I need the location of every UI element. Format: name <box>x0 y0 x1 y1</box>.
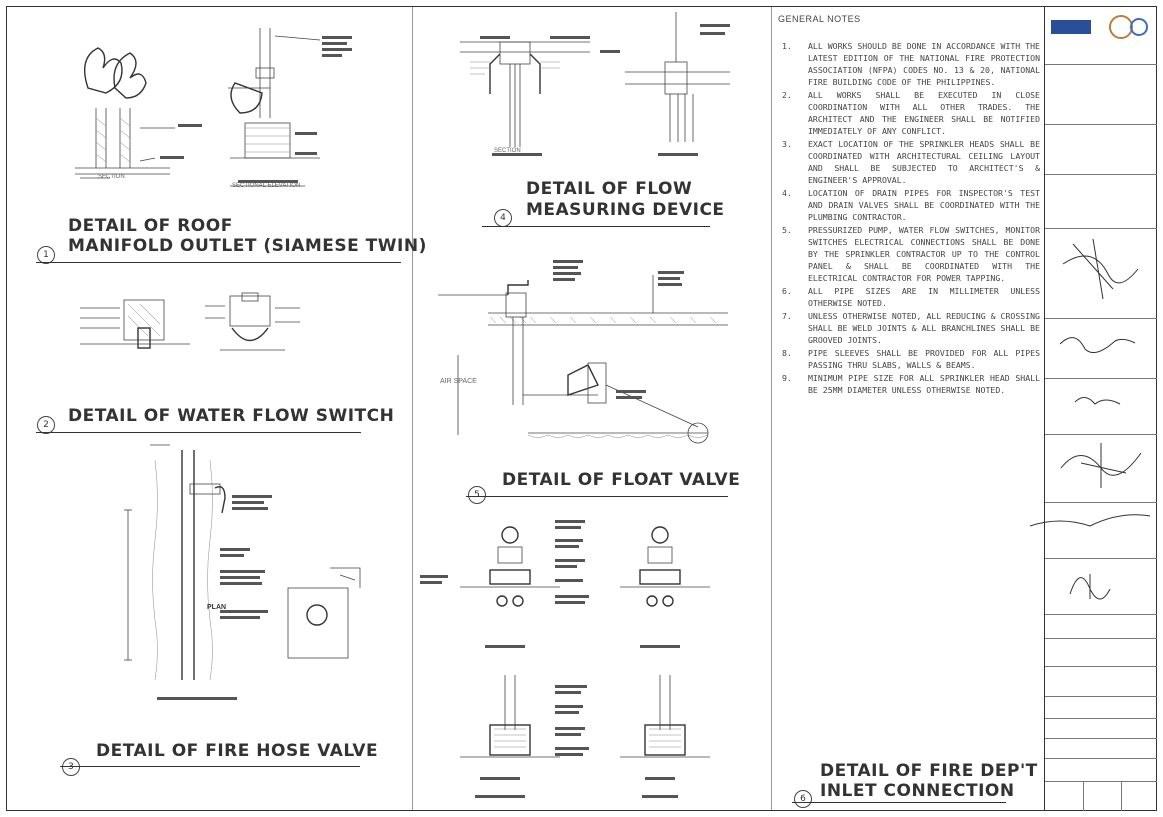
note-text: ALL PIPE SIZES ARE IN MILLIMETER UNLESS … <box>808 286 1040 308</box>
detail-title-flow-measuring-line2: MEASURING DEVICE <box>526 200 725 220</box>
title-underline <box>482 226 710 227</box>
note-text: MINIMUM PIPE SIZE FOR ALL SPRINKLER HEAD… <box>808 373 1040 395</box>
title-underline <box>466 496 728 497</box>
general-notes-title: GENERAL NOTES <box>778 14 861 24</box>
column-divider <box>771 7 772 810</box>
note-number: 4. <box>782 188 792 198</box>
title-underline <box>36 262 401 263</box>
water-flow-switch-drawing <box>80 292 300 351</box>
note-number: 8. <box>782 348 792 358</box>
note-number: 1. <box>782 41 792 51</box>
note-item: 8. PIPE SLEEVES SHALL BE PROVIDED FOR ALL… <box>778 347 1040 371</box>
general-notes-list: 1. ALL WORKS SHOULD BE DONE IN ACCORDANCE… <box>778 40 1040 397</box>
signature-mark <box>1074 397 1121 405</box>
note-number: 7. <box>782 311 792 321</box>
fire-dept-inlet-drawing <box>420 520 710 798</box>
note-number: 2. <box>782 90 792 100</box>
detail-title-float-valve: DETAIL OF FLOAT VALVE <box>502 470 741 490</box>
note-text: PIPE SLEEVES SHALL BE PROVIDED FOR ALL P… <box>808 348 1040 370</box>
detail-title-water-flow-switch: DETAIL OF WATER FLOW SWITCH <box>68 406 395 426</box>
column-divider <box>412 7 413 810</box>
note-number: 3. <box>782 139 792 149</box>
roof-manifold-drawing <box>75 28 352 187</box>
note-number: 9. <box>782 373 792 383</box>
detail-title-fire-dept-inlet-line1: DETAIL OF FIRE DEP'T <box>820 761 1038 781</box>
note-text: UNLESS OTHERWISE NOTED, ALL REDUCING & C… <box>808 311 1040 345</box>
note-text: LOCATION OF DRAIN PIPES FOR INSPECTOR'S … <box>808 188 1040 222</box>
title-underline <box>36 432 361 433</box>
note-item: 2. ALL WORKS SHALL BE EXECUTED IN CLOSE C… <box>778 89 1040 137</box>
note-item: 5. PRESSURIZED PUMP, WATER FLOW SWITCHES,… <box>778 224 1040 284</box>
note-item: 4. LOCATION OF DRAIN PIPES FOR INSPECTOR'… <box>778 187 1040 223</box>
plan-label: PLAN <box>207 604 227 611</box>
title-underline <box>60 766 360 767</box>
note-item: 3. EXACT LOCATION OF THE SPRINKLER HEADS … <box>778 138 1040 186</box>
signature-mark <box>1062 238 1139 300</box>
note-text: ALL WORKS SHOULD BE DONE IN ACCORDANCE W… <box>808 41 1040 87</box>
detail-title-fire-dept-inlet-line2: INLET CONNECTION <box>820 781 1015 801</box>
note-item: 6. ALL PIPE SIZES ARE IN MILLIMETER UNLES… <box>778 285 1040 309</box>
section-label-2: SECTION <box>494 148 521 154</box>
air-space-label: AIR SPACE <box>440 378 477 385</box>
signature-mark <box>1029 514 1151 527</box>
drawing-sheet <box>6 6 1157 811</box>
note-text: EXACT LOCATION OF THE SPRINKLER HEADS SH… <box>808 139 1040 185</box>
signature-mark <box>1069 574 1111 600</box>
detail-number-5: 5 <box>468 486 486 504</box>
detail-number-4: 4 <box>494 209 512 227</box>
fire-hose-valve-drawing <box>124 444 361 700</box>
firm-logo <box>1051 15 1148 39</box>
flow-measuring-device-drawing <box>460 12 730 156</box>
note-text: ALL WORKS SHALL BE EXECUTED IN CLOSE COO… <box>808 90 1040 136</box>
note-text: PRESSURIZED PUMP, WATER FLOW SWITCHES, M… <box>808 225 1040 283</box>
float-valve-drawing <box>438 260 728 444</box>
detail-number-2: 2 <box>37 416 55 434</box>
detail-number-6: 6 <box>794 790 812 808</box>
detail-title-flow-measuring-line1: DETAIL OF FLOW <box>526 179 693 199</box>
sectional-elevation-label: SECTIONAL ELEVATION <box>232 183 301 189</box>
title-block <box>1029 6 1157 811</box>
note-number: 5. <box>782 225 792 235</box>
detail-title-roof-manifold-line2: MANIFOLD OUTLET (SIAMESE TWIN) <box>68 236 427 256</box>
note-item: 9. MINIMUM PIPE SIZE FOR ALL SPRINKLER HE… <box>778 372 1040 396</box>
note-item: 1. ALL WORKS SHOULD BE DONE IN ACCORDANCE… <box>778 40 1040 88</box>
section-label: SECTION <box>98 174 125 180</box>
detail-number-1: 1 <box>37 246 55 264</box>
signature-mark <box>1059 337 1136 354</box>
detail-title-fire-hose-valve: DETAIL OF FIRE HOSE VALVE <box>96 741 379 761</box>
detail-title-roof-manifold-line1: DETAIL OF ROOF <box>68 216 233 236</box>
signature-mark <box>1060 443 1142 488</box>
note-number: 6. <box>782 286 792 296</box>
note-item: 7. UNLESS OTHERWISE NOTED, ALL REDUCING &… <box>778 310 1040 346</box>
detail-number-3: 3 <box>62 758 80 776</box>
title-underline <box>792 802 1006 803</box>
